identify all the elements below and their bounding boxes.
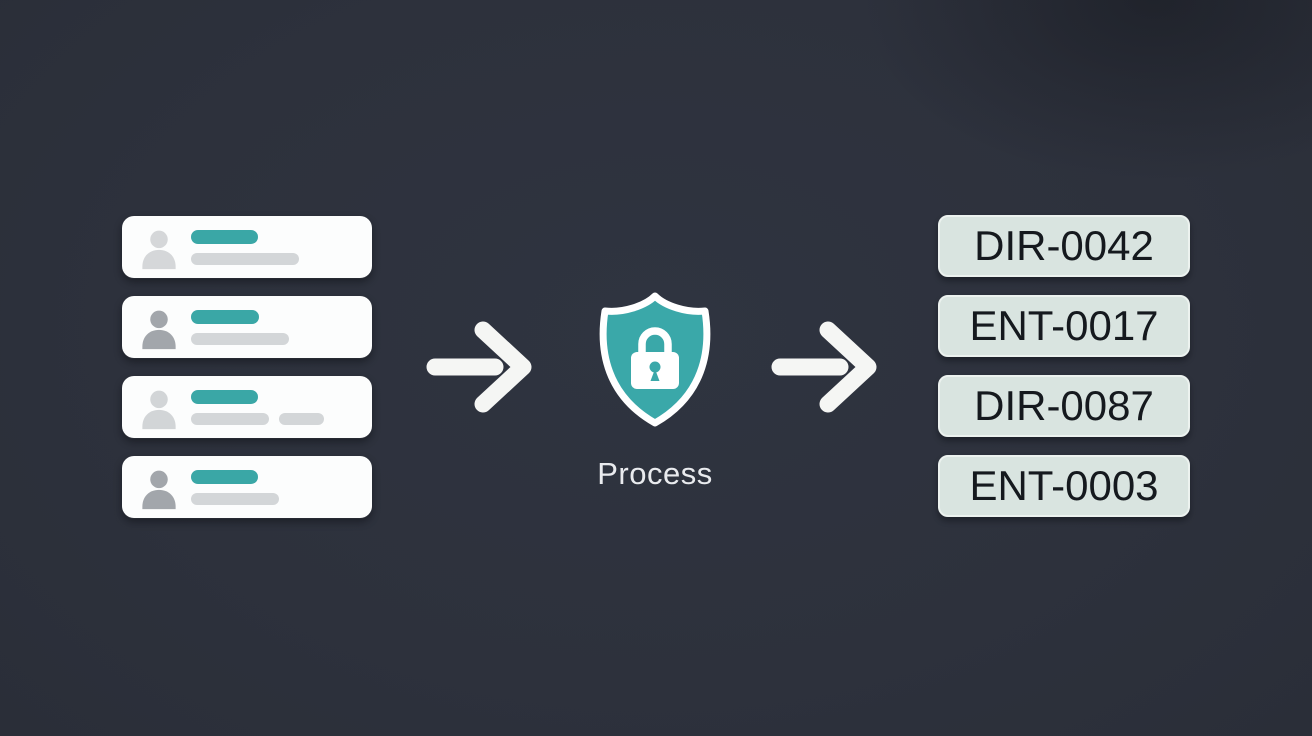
right-arrow-icon xyxy=(771,321,877,413)
detail-bar xyxy=(191,332,289,345)
record-text-bars xyxy=(191,229,299,265)
process-label: Process xyxy=(597,456,713,491)
name-bar xyxy=(191,389,258,404)
output-id-badge: DIR-0087 xyxy=(938,375,1190,437)
name-bar xyxy=(191,229,258,244)
input-cards-column xyxy=(122,216,372,518)
name-bar xyxy=(191,309,259,324)
detail-bar-short xyxy=(279,412,324,425)
person-icon xyxy=(142,230,176,270)
lock-shackle xyxy=(638,327,672,358)
user-record-card xyxy=(122,296,372,358)
name-bar xyxy=(191,469,258,484)
user-record-card xyxy=(122,456,372,518)
detail-bar xyxy=(191,412,269,425)
person-icon xyxy=(142,310,176,350)
record-text-bars xyxy=(191,309,289,345)
shield-lock-icon xyxy=(599,292,711,427)
output-id-badge: DIR-0042 xyxy=(938,215,1190,277)
record-text-bars xyxy=(191,389,324,425)
detail-bar xyxy=(191,252,299,265)
detail-bar xyxy=(191,492,279,505)
output-id-badge: ENT-0003 xyxy=(938,455,1190,517)
person-icon xyxy=(142,470,176,510)
record-text-bars xyxy=(191,469,279,505)
output-ids-column: DIR-0042 ENT-0017 DIR-0087 ENT-0003 xyxy=(938,215,1190,517)
output-id-badge: ENT-0017 xyxy=(938,295,1190,357)
user-record-card xyxy=(122,216,372,278)
right-arrow-icon xyxy=(426,321,532,413)
user-record-card xyxy=(122,376,372,438)
person-icon xyxy=(142,390,176,430)
